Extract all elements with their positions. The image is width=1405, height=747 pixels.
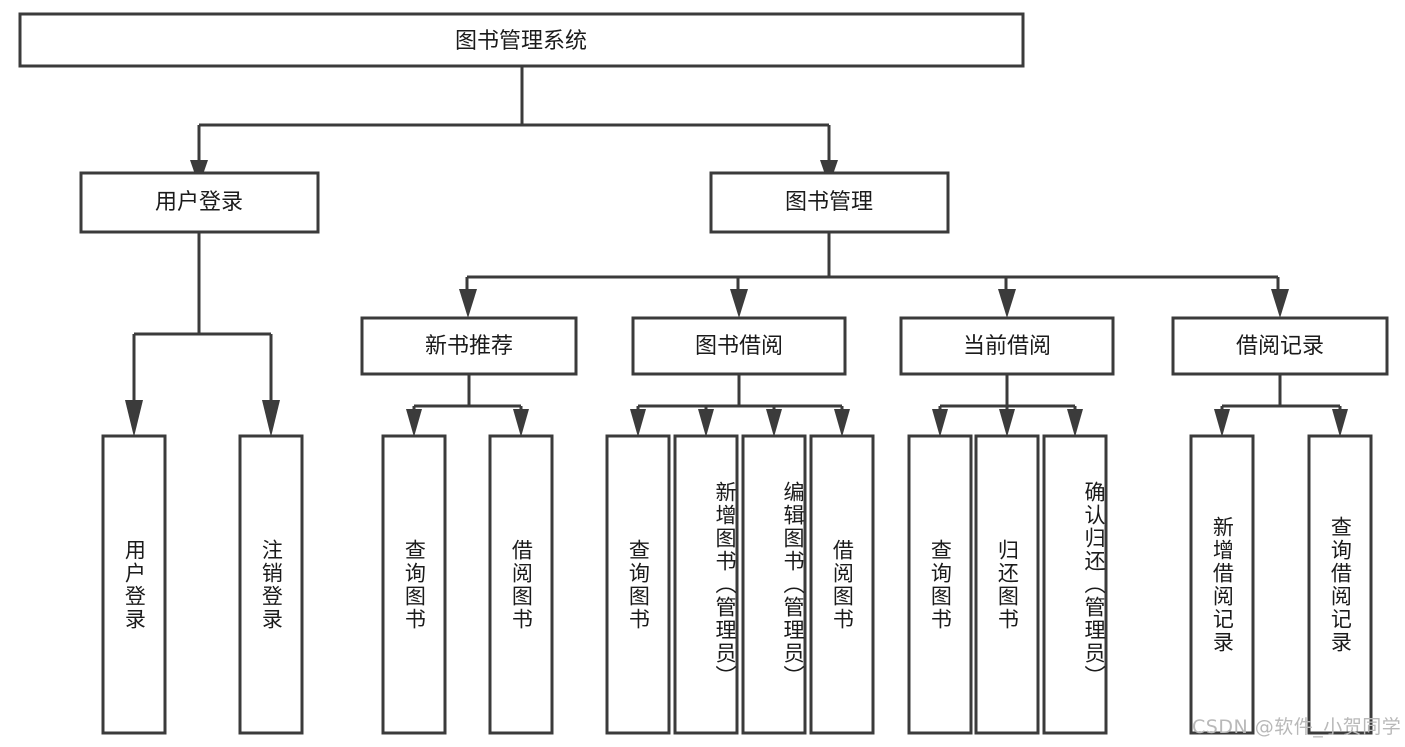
arrow-to-book-borrow bbox=[730, 289, 748, 318]
arrow-to-leaf-confirm-return-admin bbox=[1067, 409, 1083, 437]
arrow-to-current-borrow bbox=[998, 289, 1016, 318]
node-leaf-logout-login[interactable] bbox=[238, 434, 304, 735]
csdn-watermark: CSDN @软件_小贺同学 bbox=[1192, 716, 1402, 738]
node-leaf-borrow-book-1[interactable] bbox=[488, 434, 554, 735]
arrow-to-leaf-logout-login bbox=[262, 400, 280, 437]
node-book-manage-label: 图书管理 bbox=[785, 190, 873, 215]
nodes-layer: 图书管理系统 用户登录 图书管理 新书推荐 图书借阅 当前借阅 借阅记录 bbox=[18, 12, 1389, 735]
node-leaf-add-book-admin[interactable] bbox=[673, 434, 739, 735]
edge-user-login-bus bbox=[132, 233, 273, 422]
node-current-borrow-label: 当前借阅 bbox=[963, 334, 1051, 359]
node-leaf-return-book[interactable] bbox=[974, 434, 1040, 735]
arrow-to-leaf-borrow-book-1 bbox=[513, 409, 529, 437]
node-root[interactable] bbox=[18, 12, 1025, 68]
arrow-to-borrow-record bbox=[1271, 289, 1289, 318]
node-new-book-recommend-label: 新书推荐 bbox=[425, 334, 513, 359]
edge-root-bus bbox=[197, 66, 831, 160]
arrow-to-leaf-query-book-1 bbox=[406, 409, 422, 437]
node-leaf-add-borrow-record[interactable] bbox=[1189, 434, 1255, 735]
edge-new-book-recommend-bus bbox=[412, 374, 523, 422]
arrow-to-leaf-add-book-admin bbox=[698, 409, 714, 437]
arrow-to-leaf-borrow-book-2 bbox=[834, 409, 850, 437]
node-leaf-query-borrow-record[interactable] bbox=[1307, 434, 1373, 735]
arrow-to-leaf-query-book-2 bbox=[630, 409, 646, 437]
edge-book-borrow-bus bbox=[636, 374, 844, 422]
arrow-to-leaf-return-book bbox=[999, 409, 1015, 437]
node-user-login-label: 用户登录 bbox=[155, 190, 243, 215]
node-leaf-user-login[interactable] bbox=[101, 434, 167, 735]
node-user-login[interactable] bbox=[79, 171, 320, 234]
arrow-to-leaf-add-borrow-record bbox=[1214, 409, 1230, 437]
edges-layer bbox=[132, 66, 1342, 422]
node-leaf-edit-book-admin[interactable] bbox=[741, 434, 807, 735]
node-new-book-recommend[interactable] bbox=[360, 316, 578, 376]
node-leaf-query-book-1[interactable] bbox=[381, 434, 447, 735]
node-leaf-confirm-return-admin[interactable] bbox=[1042, 434, 1108, 735]
node-leaf-query-book-2[interactable] bbox=[605, 434, 671, 735]
arrow-to-leaf-query-borrow-record bbox=[1332, 409, 1348, 437]
arrow-to-leaf-user-login bbox=[125, 400, 143, 437]
node-book-borrow[interactable] bbox=[631, 316, 847, 376]
arrow-to-leaf-edit-book-admin bbox=[766, 409, 782, 437]
node-borrow-record[interactable] bbox=[1171, 316, 1389, 376]
node-leaf-borrow-book-2[interactable] bbox=[809, 434, 875, 735]
edge-book-manage-bus bbox=[465, 233, 1280, 295]
arrow-to-leaf-query-book-3 bbox=[932, 409, 948, 437]
node-borrow-record-label: 借阅记录 bbox=[1236, 334, 1324, 359]
node-leaf-query-book-3[interactable] bbox=[907, 434, 973, 735]
node-current-borrow[interactable] bbox=[899, 316, 1115, 376]
node-book-borrow-label: 图书借阅 bbox=[695, 334, 783, 359]
node-root-label: 图书管理系统 bbox=[455, 29, 587, 54]
arrow-to-new-book-recommend bbox=[459, 289, 477, 318]
node-book-manage[interactable] bbox=[709, 171, 950, 234]
edge-borrow-record-bus bbox=[1220, 374, 1342, 422]
